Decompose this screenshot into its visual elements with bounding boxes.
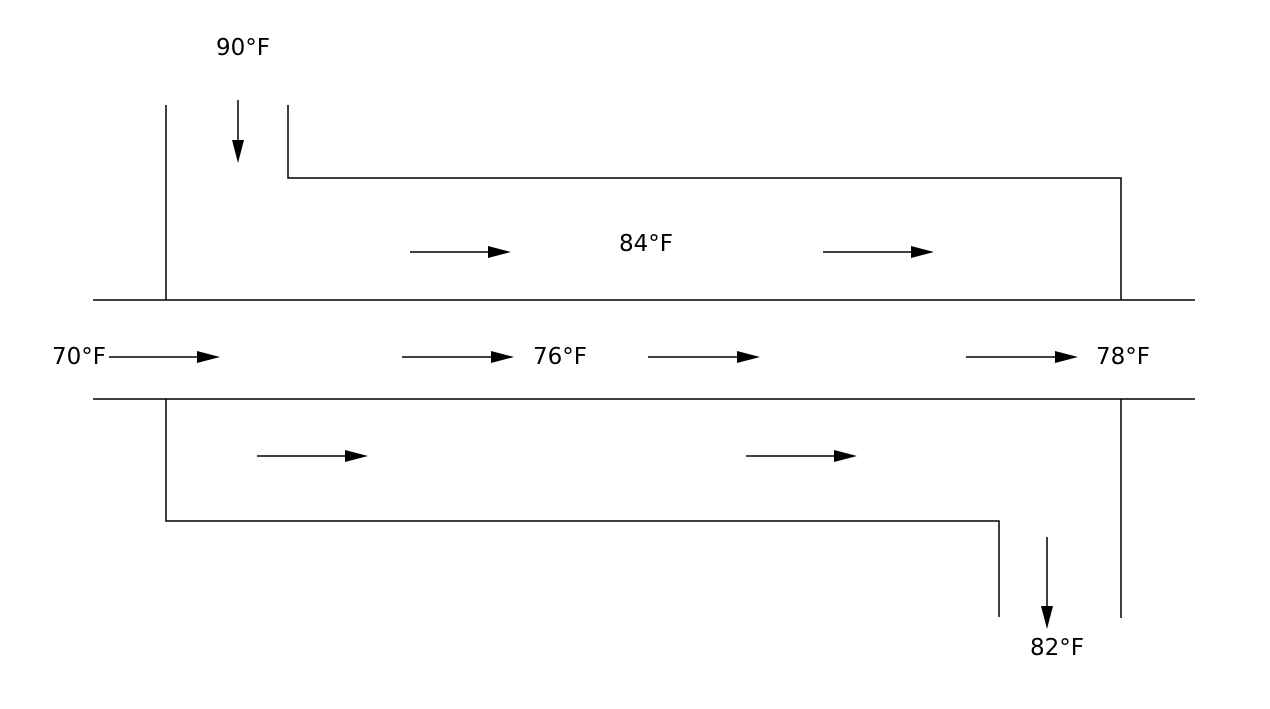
- tube-flow-arrow: [109, 351, 220, 363]
- upper-shell-flow-arrow: [823, 246, 934, 258]
- tube-inlet-temp-label: 70°F: [52, 344, 106, 370]
- tube-flow-arrow: [402, 351, 514, 363]
- shell-upper-wall: [287, 105, 1122, 300]
- tube-middle-temp-label: 76°F: [533, 344, 587, 370]
- tube-flow-arrow: [966, 351, 1078, 363]
- lower-shell-flow-arrow: [257, 450, 368, 462]
- tube-outlet-temp-label: 78°F: [1096, 344, 1150, 370]
- lower-shell-flow-arrow: [746, 450, 857, 462]
- shell-lower-wall: [165, 399, 1000, 617]
- shell-middle-temp-label: 84°F: [619, 231, 673, 257]
- shell-inlet-temp-label: 90°F: [216, 35, 270, 61]
- upper-shell-flow-arrow: [410, 246, 511, 258]
- shell-outlet-temp-label: 82°F: [1030, 635, 1084, 661]
- shell-outlet-arrow: [1041, 537, 1053, 629]
- shell-inlet-arrow: [232, 100, 244, 163]
- tube-flow-arrow: [648, 351, 760, 363]
